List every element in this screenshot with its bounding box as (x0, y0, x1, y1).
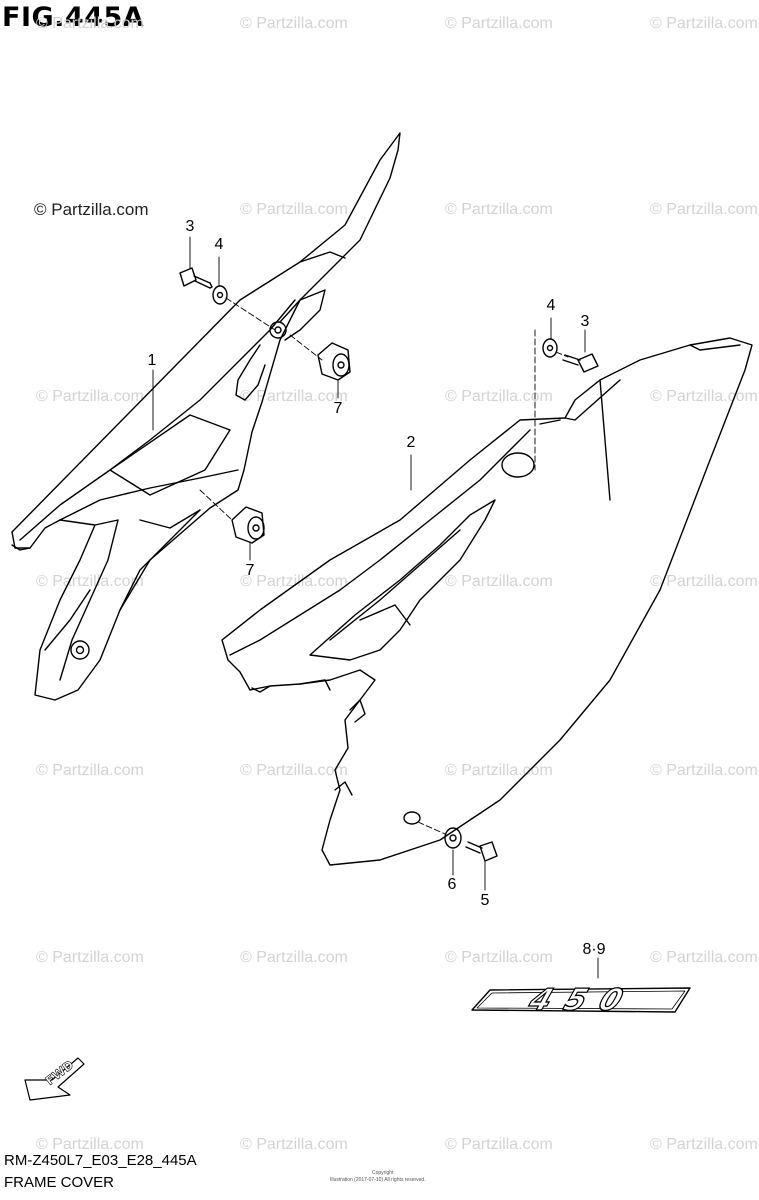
watermark: © Partzilla.com (240, 949, 348, 966)
watermark: © Partzilla.com (34, 200, 149, 219)
watermark: © Partzilla.com (240, 15, 348, 32)
callout-part-1: 1 (147, 352, 157, 369)
decal-450 (471, 987, 691, 1013)
callout-part-2: 2 (406, 434, 416, 451)
watermark: © Partzilla.com (445, 388, 553, 405)
watermark: © Partzilla.com (445, 949, 553, 966)
watermark: © Partzilla.com (445, 15, 553, 32)
callout-part-5: 5 (480, 892, 490, 909)
watermark: © Partzilla.com (240, 201, 348, 218)
washer-bottom (444, 827, 462, 849)
bolt-right (562, 353, 599, 373)
cushion-upper (317, 342, 351, 381)
callout-part-8-9: 8·9 (582, 941, 606, 958)
fwd-arrow-icon (24, 1057, 85, 1101)
watermark: © Partzilla.com (36, 573, 144, 590)
watermark: © Partzilla.com (36, 762, 144, 779)
decal-text: 450 (523, 983, 641, 1018)
watermark: © Partzilla.com (445, 573, 553, 590)
watermark: © Partzilla.com (36, 15, 144, 32)
watermark: © Partzilla.com (650, 949, 758, 966)
watermark: © Partzilla.com (240, 1136, 348, 1153)
washer-left (212, 285, 228, 305)
bolt-bottom (465, 841, 498, 862)
callout-part-6: 6 (447, 876, 457, 893)
figure-code: RM-Z450L7_E03_E28_445A (4, 1152, 197, 1169)
watermark: © Partzilla.com (650, 762, 758, 779)
watermark: © Partzilla.com (240, 573, 348, 590)
copyright-line-2: Illustration (2017-07-10) All rights res… (330, 1177, 426, 1183)
callout-part-4-right: 4 (546, 297, 556, 314)
washer-right (542, 338, 558, 358)
callout-part-7-upper: 7 (333, 400, 343, 417)
watermark: © Partzilla.com (445, 201, 553, 218)
watermark: © Partzilla.com (650, 201, 758, 218)
watermark: © Partzilla.com (240, 388, 348, 405)
frame-cover (221, 337, 753, 866)
watermark: © Partzilla.com (36, 949, 144, 966)
watermark: © Partzilla.com (36, 388, 144, 405)
callout-part-3-right: 3 (580, 313, 590, 330)
figure-title: FIG.445A (2, 2, 145, 33)
copyright-line-1: Copyright (372, 1170, 394, 1176)
figure-caption: FRAME COVER (4, 1174, 115, 1191)
callout-part-7-lower: 7 (245, 562, 255, 579)
watermark: © Partzilla.com (650, 573, 758, 590)
leader-lines (152, 236, 599, 979)
watermark: © Partzilla.com (36, 1136, 144, 1153)
watermark: © Partzilla.com (650, 15, 758, 32)
callout-part-3-left: 3 (185, 218, 195, 235)
watermark: © Partzilla.com (240, 762, 348, 779)
inner-frame-cover (11, 132, 401, 701)
callout-part-4-left: 4 (214, 236, 224, 253)
watermark: © Partzilla.com (650, 388, 758, 405)
cushion-lower (231, 506, 265, 544)
fwd-label: FWD (43, 1058, 76, 1088)
watermark: © Partzilla.com (650, 1136, 758, 1153)
bolt-left (179, 267, 213, 289)
watermark: © Partzilla.com (445, 1136, 553, 1153)
